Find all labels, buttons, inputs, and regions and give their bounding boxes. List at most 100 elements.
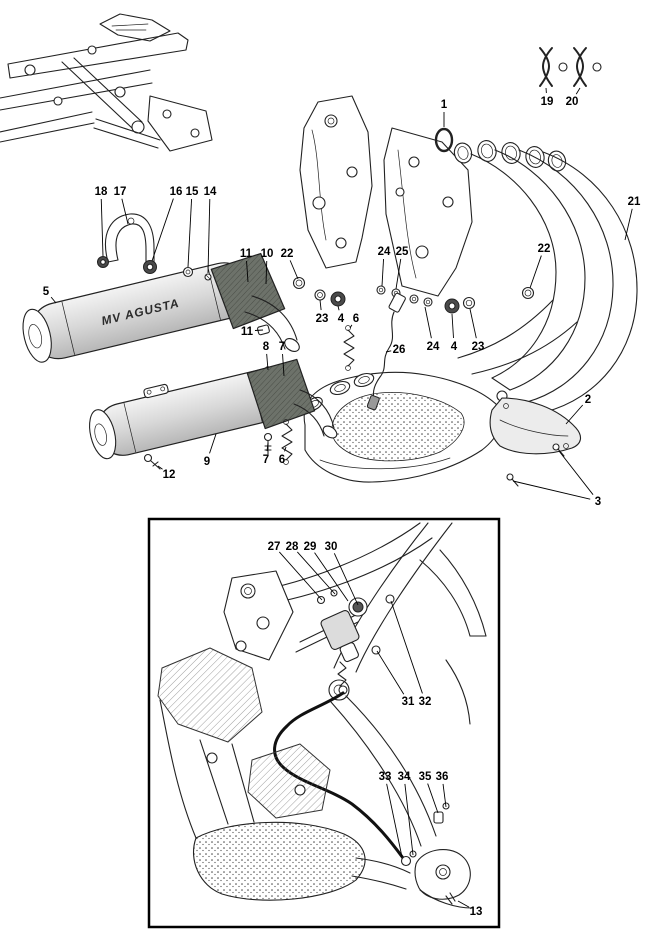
callout-22: 22 — [281, 248, 294, 260]
callout-leader — [386, 783, 403, 858]
callout-16: 16 — [170, 186, 183, 198]
callout-leader — [157, 465, 163, 470]
callout-leader — [624, 208, 633, 241]
callout-11: 11 — [241, 326, 254, 338]
gaskets-drawing — [434, 127, 567, 172]
callout-29: 29 — [304, 541, 317, 553]
hose-clip-drawing — [433, 802, 450, 824]
callout-leader — [427, 783, 439, 814]
callout-leader — [246, 260, 249, 283]
callout-leader — [395, 258, 402, 290]
middle-fasteners-drawing — [292, 276, 476, 371]
callout-leader — [337, 305, 340, 311]
callout-28: 28 — [286, 541, 299, 553]
callout-12: 12 — [163, 469, 176, 481]
callout-leader — [442, 783, 447, 808]
callout-33: 33 — [379, 771, 392, 783]
callout-14: 14 — [204, 186, 217, 198]
exhaust-clamps-drawing — [539, 47, 602, 87]
callout-leader — [314, 552, 349, 602]
callout-leader — [282, 353, 285, 377]
callout-15: 15 — [186, 186, 199, 198]
callout-20: 20 — [566, 96, 579, 108]
callout-leader — [100, 198, 104, 257]
callout-leader — [297, 551, 336, 595]
callout-leader — [278, 551, 323, 601]
callout-leader — [512, 480, 591, 500]
callout-leader — [565, 404, 584, 425]
callout-36: 36 — [436, 771, 449, 783]
callout-32: 32 — [419, 696, 432, 708]
callout-leader — [457, 900, 470, 908]
callout-25: 25 — [396, 246, 409, 258]
callout-7: 7 — [263, 454, 269, 466]
callout-23: 23 — [472, 341, 485, 353]
callout-4: 4 — [338, 313, 345, 325]
callout-34: 34 — [398, 771, 411, 783]
rear-caliper-drawing — [400, 849, 473, 909]
lower-guard-drawing — [489, 397, 581, 487]
callout-leader — [451, 313, 454, 339]
callout-leader — [266, 442, 269, 452]
inset-exhaust-drawing — [157, 647, 411, 901]
lambda-sensor-drawing — [366, 292, 406, 411]
callout-4: 4 — [451, 341, 458, 353]
callout-30: 30 — [325, 541, 338, 553]
callout-leader — [469, 308, 477, 339]
bracket-plates-drawing — [299, 95, 473, 297]
muffler-upper-drawing: MV AGUSTA — [22, 262, 253, 363]
callout-1: 1 — [441, 99, 448, 111]
callout-22: 22 — [538, 243, 551, 255]
callout-7: 7 — [279, 341, 285, 353]
callout-17: 17 — [114, 186, 127, 198]
callout-leader — [381, 258, 384, 287]
callout-leader — [319, 299, 322, 311]
callout-18: 18 — [95, 186, 108, 198]
rear-frame-drawing — [0, 13, 213, 152]
callout-leader — [207, 198, 211, 274]
callout-10: 10 — [261, 248, 274, 260]
callout-2: 2 — [585, 394, 591, 406]
callout-19: 19 — [541, 96, 554, 108]
callout-leader — [151, 198, 174, 262]
callout-3: 3 — [595, 496, 601, 508]
callout-21: 21 — [628, 196, 641, 208]
callout-23: 23 — [316, 313, 329, 325]
callout-leader — [121, 198, 129, 225]
callout-24: 24 — [378, 246, 391, 258]
mount-strap-drawing — [97, 213, 212, 281]
callout-8: 8 — [263, 341, 270, 353]
callout-27: 27 — [268, 541, 281, 553]
callout-leader — [50, 296, 57, 304]
callout-leader — [266, 353, 269, 371]
callout-leader — [575, 87, 581, 95]
callout-leader — [404, 783, 414, 856]
header-pipes-drawing — [457, 149, 638, 413]
callout-9: 9 — [204, 456, 210, 468]
callout-6: 6 — [279, 454, 285, 466]
inset-frame-drawing — [223, 522, 487, 847]
callout-leader — [349, 324, 353, 329]
callout-26: 26 — [393, 344, 406, 356]
callout-leader — [265, 260, 268, 285]
callout-leader — [558, 450, 594, 495]
callout-leader — [529, 255, 542, 289]
callout-6: 6 — [353, 313, 359, 325]
callout-35: 35 — [419, 771, 432, 783]
callout-leader — [289, 260, 299, 280]
callout-leader — [385, 350, 392, 353]
callout-11: 11 — [240, 248, 253, 260]
callout-13: 13 — [470, 906, 483, 918]
callout-leader — [254, 329, 264, 331]
callout-24: 24 — [427, 341, 440, 353]
callout-leader — [284, 446, 287, 452]
callout-5: 5 — [43, 286, 50, 298]
callout-leader — [390, 600, 423, 694]
callout-leader — [209, 433, 217, 454]
callout-leader — [376, 650, 405, 695]
callout-leader — [424, 306, 432, 339]
callout-leader — [333, 553, 359, 606]
